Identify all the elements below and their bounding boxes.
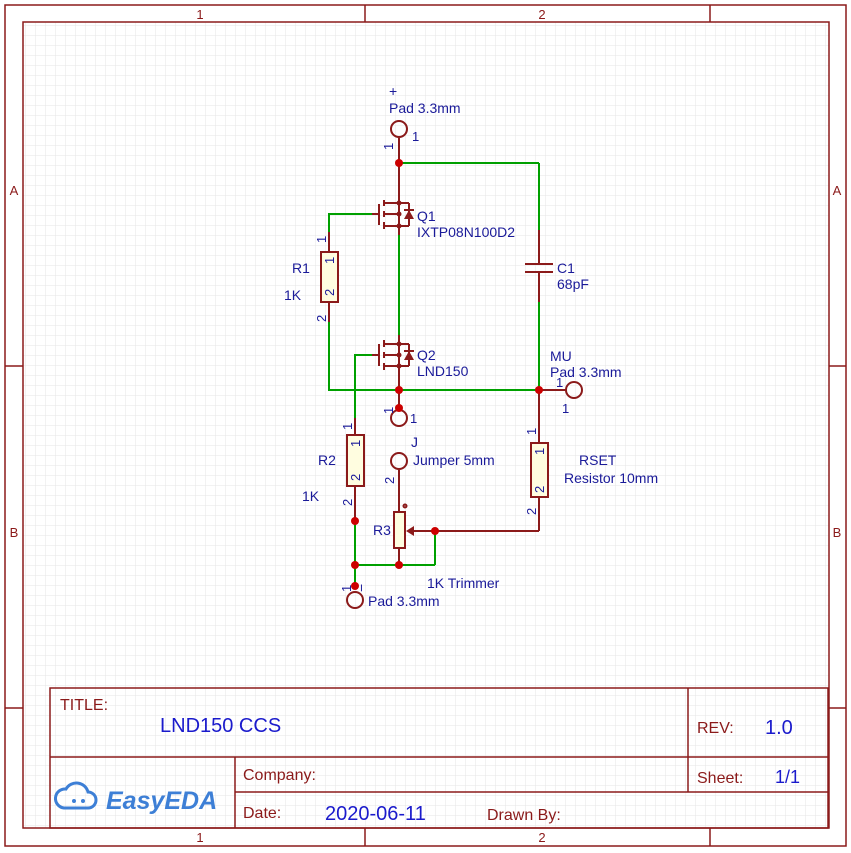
sheet-label: Sheet: (697, 770, 743, 787)
pad-j-name: J (411, 434, 418, 450)
resistor-r2: 1 1 2 2 R2 1K (302, 423, 365, 506)
r1-pin2-outer: 2 (314, 315, 329, 322)
pad-mu-pin: 1 (556, 375, 563, 390)
pad-j-value: Jumper 5mm (413, 452, 495, 468)
zone-right-a: A (833, 183, 842, 198)
part-leads (328, 138, 566, 565)
c1-value: 68pF (557, 276, 589, 292)
r1-pin1-inner: 1 (322, 257, 337, 264)
mosfet-q2: Q2 LND150 (372, 335, 469, 379)
r2-pin1-inner: 1 (348, 440, 363, 447)
pad-j-pin2: 2 (382, 477, 397, 484)
r2-value: 1K (302, 488, 320, 504)
q1-name: Q1 (417, 208, 436, 224)
rset-pin1-outer: 1 (524, 428, 539, 435)
r2-name: R2 (318, 452, 336, 468)
zone-right-b: B (833, 525, 842, 540)
pad-plus-name: + (389, 83, 397, 99)
rset-value: Resistor 10mm (564, 470, 658, 486)
r2-pin2-inner: 2 (348, 474, 363, 481)
q2-name: Q2 (417, 347, 436, 363)
date-value: 2020-06-11 (325, 803, 426, 825)
r2-pin2-outer: 2 (340, 499, 355, 506)
wires (328, 162, 540, 586)
resistor-rset: 1 1 2 2 RSET Resistor 10mm (524, 428, 658, 515)
pad-mu: MU Pad 3.3mm 1 1 (550, 348, 622, 416)
easyeda-logo: EasyEDA (54, 781, 217, 815)
r3-value: 1K Trimmer (427, 575, 500, 591)
c1-name: C1 (557, 260, 575, 276)
sheet-value: 1/1 (775, 767, 800, 787)
zone-bottom-1: 1 (196, 830, 203, 845)
r1-pin1-outer: 1 (314, 236, 329, 243)
date-label: Date: (243, 805, 281, 822)
rset-name: RSET (579, 452, 617, 468)
drawn-by-label: Drawn By: (487, 807, 561, 824)
zone-left-a: A (10, 183, 19, 198)
pad-mu-name: MU (550, 348, 572, 364)
pad-j-pin1: 1 (410, 411, 417, 426)
r1-name: R1 (292, 260, 310, 276)
resistor-r1: 1 1 2 2 R1 1K (284, 236, 339, 322)
rev-label: REV: (697, 720, 734, 737)
pad-plus-pin: 1 (412, 129, 419, 144)
capacitor-c1: C1 68pF (525, 260, 589, 292)
zone-bottom-2: 2 (538, 830, 545, 845)
logo-text: EasyEDA (106, 787, 217, 815)
junctions (351, 159, 543, 590)
rset-pin1-inner: 1 (532, 448, 547, 455)
pad-minus-name: − (353, 584, 369, 592)
title-label: TITLE: (60, 697, 108, 714)
r1-value: 1K (284, 287, 302, 303)
company-label: Company: (243, 767, 316, 784)
trimmer-r3: R3 1K Trimmer (373, 503, 500, 591)
pad-plus-value: Pad 3.3mm (389, 100, 461, 116)
q2-value: LND150 (417, 363, 469, 379)
pad-plus-pin-rot: 1 (381, 143, 396, 150)
mosfet-q1: Q1 IXTP08N100D2 (372, 200, 515, 240)
pad-minus-pin: 1 (339, 585, 354, 592)
pad-mu-pin-2: 1 (562, 401, 569, 416)
pad-plus: + Pad 3.3mm 1 1 (381, 83, 461, 150)
q1-value: IXTP08N100D2 (417, 224, 515, 240)
cloud-icon (54, 781, 98, 810)
grid-background (23, 22, 829, 828)
r3-name: R3 (373, 522, 391, 538)
pad-minus: Pad 3.3mm − 1 (339, 584, 440, 609)
r2-pin1-outer: 1 (340, 423, 355, 430)
pad-minus-value: Pad 3.3mm (368, 593, 440, 609)
rev-value: 1.0 (765, 717, 793, 739)
title-block (49, 687, 829, 829)
rset-pin2-inner: 2 (532, 486, 547, 493)
zone-top-1: 1 (196, 7, 203, 22)
rset-pin2-outer: 2 (524, 508, 539, 515)
r1-pin2-inner: 2 (322, 289, 337, 296)
zone-top-2: 2 (538, 7, 545, 22)
zone-left-b: B (10, 525, 19, 540)
pad-j-pin1-rot: 1 (381, 407, 396, 414)
title-value: LND150 CCS (160, 715, 281, 737)
pad-mu-value: Pad 3.3mm (550, 364, 622, 380)
